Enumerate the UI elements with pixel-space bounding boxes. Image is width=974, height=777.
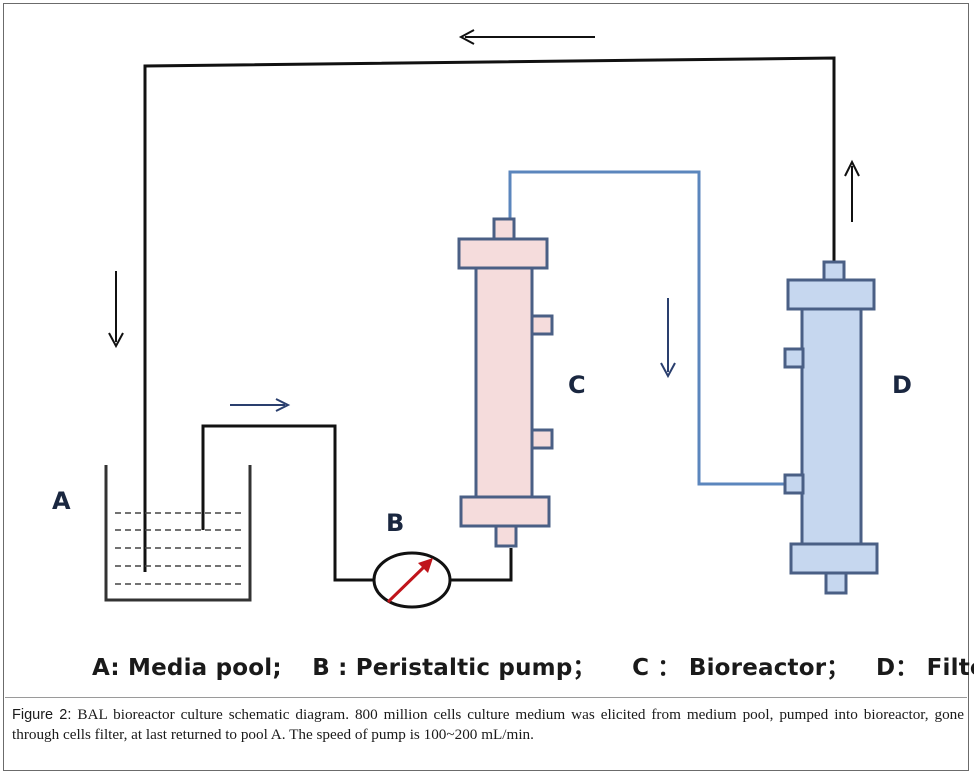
flow-arrow-left-icon xyxy=(458,29,595,45)
beaker-outline xyxy=(104,465,252,602)
label-c: C xyxy=(568,371,586,399)
figure-caption: Figure 2: BAL bioreactor culture schemat… xyxy=(12,705,964,744)
pump-to-bioreactor-line xyxy=(448,548,513,582)
filter xyxy=(783,260,879,595)
peristaltic-pump xyxy=(372,551,452,609)
pump-arrow-icon xyxy=(386,564,427,604)
legend-d: D： Filter xyxy=(875,655,974,681)
legend: A: Media pool; B : Peristaltic pump； C ：… xyxy=(92,648,974,682)
bioreactor-to-filter-line xyxy=(508,170,787,486)
medium-level-lines xyxy=(115,512,242,585)
flow-arrow-up-icon xyxy=(844,159,860,222)
flow-arrow-down-blue-icon xyxy=(660,298,676,379)
flow-arrow-down-icon xyxy=(108,271,124,349)
legend-b: B : Peristaltic pump； xyxy=(312,655,596,681)
label-d: D xyxy=(892,371,912,399)
caption-divider xyxy=(5,697,967,698)
pool-to-pump-line xyxy=(201,424,378,582)
figure-label: Figure 2: xyxy=(12,707,72,723)
legend-c: C ： Bioreactor； xyxy=(632,655,850,681)
return-line xyxy=(143,56,836,572)
media-pool xyxy=(104,465,252,602)
legend-a: A: Media pool; xyxy=(92,655,282,681)
pump-arrowhead-icon xyxy=(418,558,433,573)
caption-text: BAL bioreactor culture schematic diagram… xyxy=(12,706,965,743)
flow-arrow-right-icon xyxy=(230,398,291,412)
bioreactor xyxy=(457,217,554,548)
label-b: B xyxy=(386,509,404,537)
label-a: A xyxy=(52,487,71,515)
